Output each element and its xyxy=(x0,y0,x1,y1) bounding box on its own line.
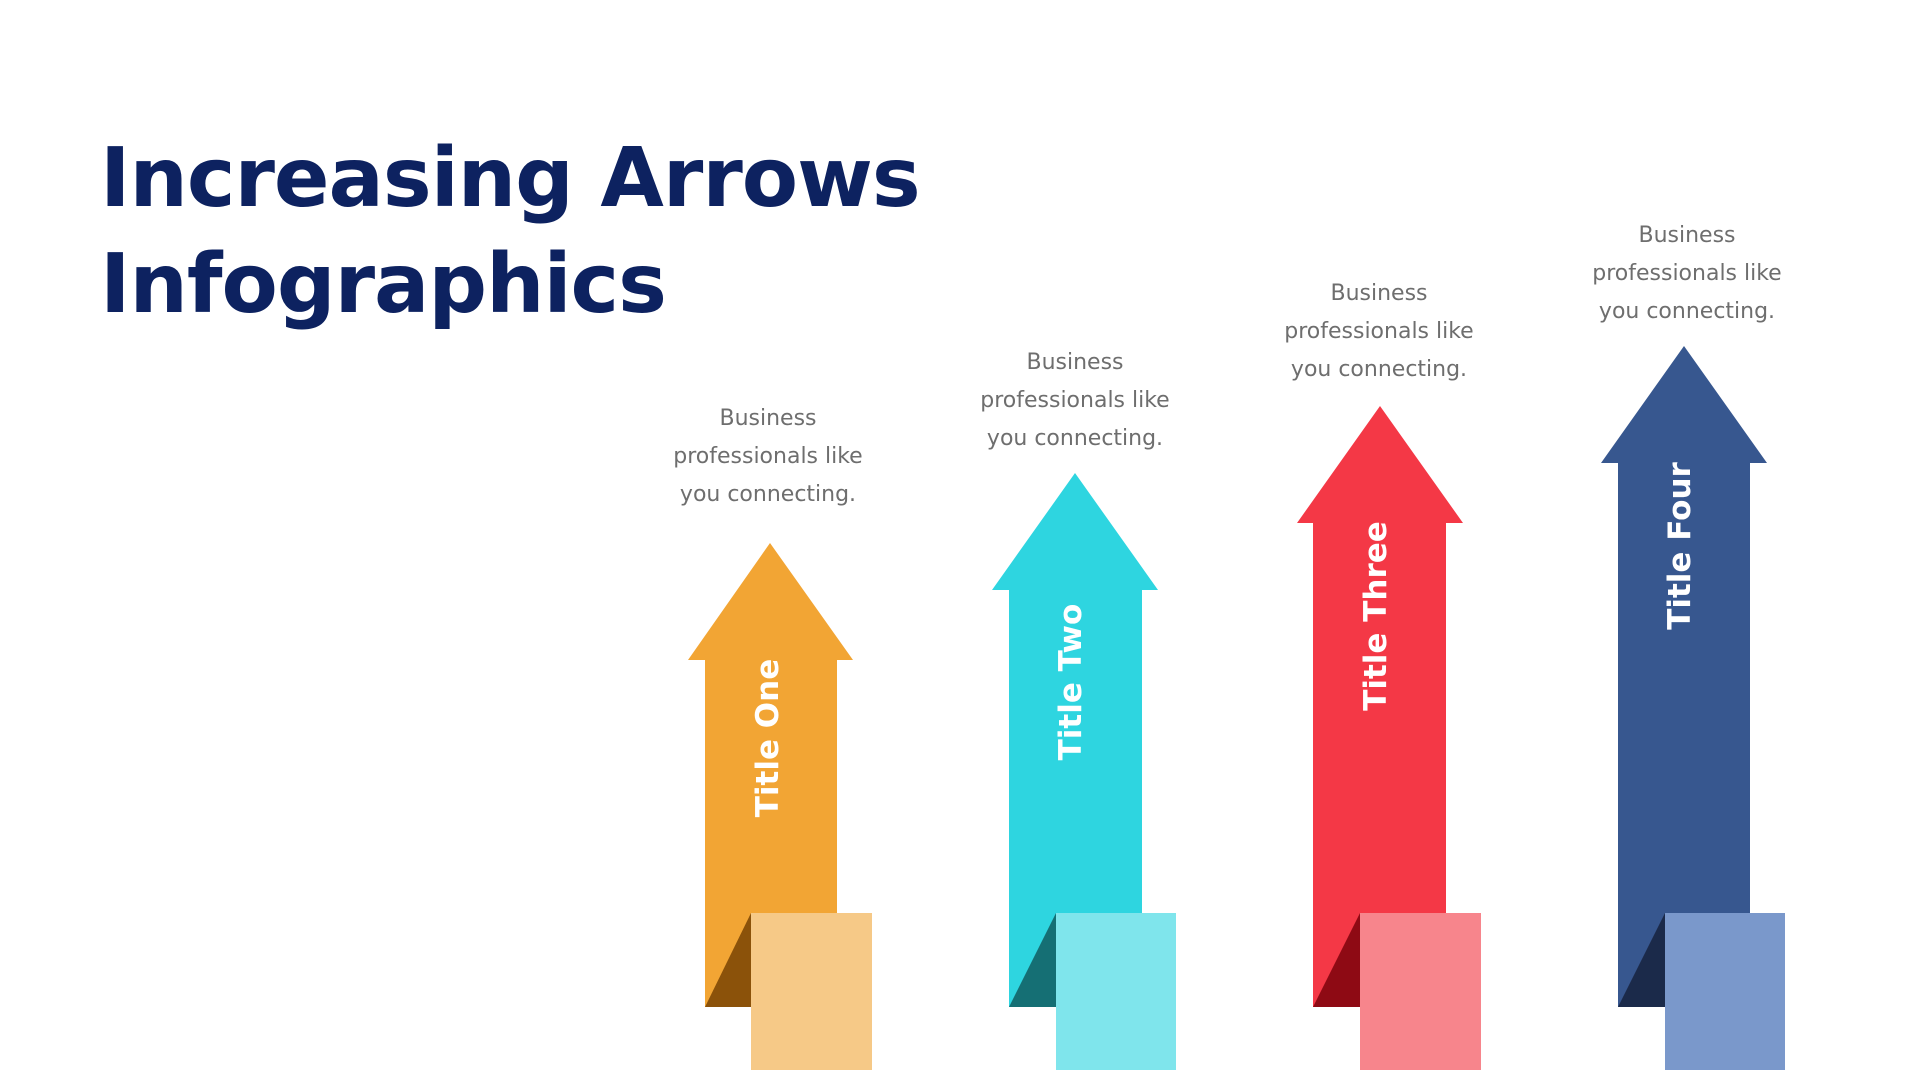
arrow-2-fold-shadow xyxy=(1009,913,1056,1007)
arrow-2-label: Title Two xyxy=(1053,603,1089,761)
slide-title: Increasing Arrows Infographics xyxy=(100,126,921,338)
arrow-2-body xyxy=(992,473,1158,1007)
description-line: professionals like xyxy=(1592,261,1782,286)
arrow-3-fold-shadow xyxy=(1313,913,1360,1007)
arrow-3-tab xyxy=(1360,913,1481,1070)
description-line: Business xyxy=(1638,223,1736,248)
arrow-4-tab xyxy=(1665,913,1785,1070)
arrow-2 xyxy=(992,473,1176,1070)
description-line: you connecting. xyxy=(1598,299,1776,324)
arrow-2-description: Business professionals like you connecti… xyxy=(945,344,1205,458)
arrow-3-description: Business professionals like you connecti… xyxy=(1249,275,1509,389)
arrow-3 xyxy=(1297,406,1481,1070)
slide-title-line-2: Infographics xyxy=(100,237,667,332)
arrow-4-fold-shadow xyxy=(1618,913,1665,1007)
description-line: professionals like xyxy=(980,388,1170,413)
description-line: Business xyxy=(1330,281,1428,306)
arrow-4 xyxy=(1601,346,1785,1070)
description-line: you connecting. xyxy=(1290,357,1468,382)
arrow-3-label: Title Three xyxy=(1358,521,1394,711)
arrow-1 xyxy=(688,543,872,1070)
description-line: you connecting. xyxy=(986,426,1164,451)
description-line: professionals like xyxy=(1284,319,1474,344)
description-line: Business xyxy=(719,406,817,431)
description-line: you connecting. xyxy=(679,482,857,507)
arrow-4-description: Business professionals like you connecti… xyxy=(1557,217,1817,331)
arrow-3-body xyxy=(1297,406,1463,1007)
arrow-1-fold-shadow xyxy=(705,913,751,1007)
description-line: Business xyxy=(1026,350,1124,375)
arrow-2-tab xyxy=(1056,913,1176,1070)
arrow-1-label: Title One xyxy=(750,658,786,818)
arrow-4-body xyxy=(1601,346,1767,1007)
description-line: professionals like xyxy=(673,444,863,469)
arrow-1-description: Business professionals like you connecti… xyxy=(638,400,898,514)
arrow-1-body xyxy=(688,543,853,1007)
arrow-4-label: Title Four xyxy=(1662,462,1698,630)
slide-title-line-1: Increasing Arrows xyxy=(100,131,921,226)
arrow-1-tab xyxy=(751,913,872,1070)
